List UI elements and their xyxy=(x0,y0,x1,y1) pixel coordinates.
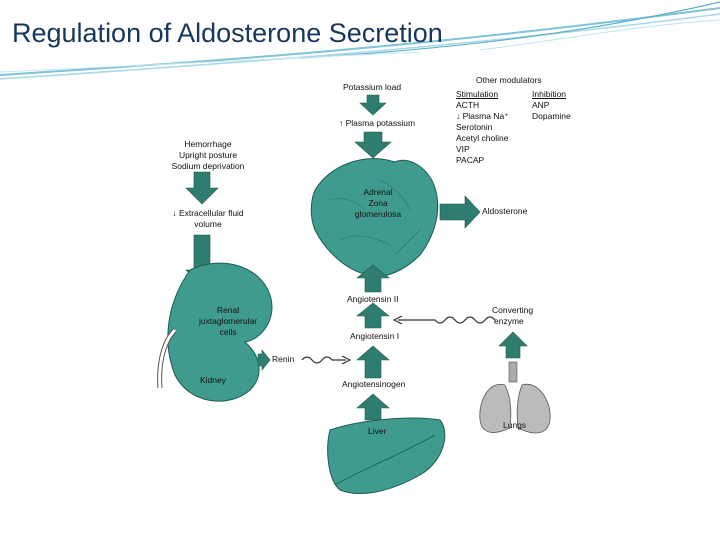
label-inhib-dopamine: Dopamine xyxy=(532,111,571,121)
label-stim-plasma-na: ↓ Plasma Na⁺ xyxy=(456,111,509,121)
label-ecf-volume-2: volume xyxy=(194,219,222,229)
label-enzyme: enzyme xyxy=(494,316,524,326)
label-aldosterone: Aldosterone xyxy=(482,206,528,216)
label-stim-acth: ACTH xyxy=(456,100,480,110)
lungs-shape xyxy=(479,361,551,434)
aldosterone-regulation-diagram: Potassium load ↑ Plasma potassium Other … xyxy=(150,70,571,500)
label-angiotensinogen: Angiotensinogen xyxy=(342,379,406,389)
label-renal: Renal xyxy=(216,305,240,315)
label-adrenal: Adrenal xyxy=(363,187,393,197)
liver-shape xyxy=(327,417,446,495)
label-cells: cells xyxy=(219,327,237,337)
arrow-angiotensin-i-to-ii xyxy=(356,302,390,329)
label-plasma-potassium: ↑ Plasma potassium xyxy=(339,118,416,128)
label-ecf-volume: ↓ Extracellular fluid xyxy=(172,208,244,218)
label-renin: Renin xyxy=(272,354,295,364)
arrow-lungs-to-enzyme xyxy=(498,331,528,359)
label-hemorrhage: Hemorrhage xyxy=(184,139,232,149)
converting-enzyme-wave xyxy=(398,316,496,324)
arrow-angiotensin-ii-to-adrenal xyxy=(356,264,390,293)
label-sodium-deprivation: Sodium deprivation xyxy=(171,161,245,171)
label-angiotensin-ii: Angiotensin II xyxy=(347,294,399,304)
label-converting: Converting xyxy=(492,305,534,315)
label-angiotensin-i: Angiotensin I xyxy=(350,331,400,341)
diagram-graphics xyxy=(157,94,551,495)
label-liver: Liver xyxy=(368,426,387,436)
arrow-angiotensinogen-to-i xyxy=(356,345,390,379)
label-inhibition-header: Inhibition xyxy=(532,89,567,99)
label-stim-acetyl-choline: Acetyl choline xyxy=(456,133,509,143)
label-glomerulosa: glomerulosa xyxy=(354,209,402,219)
label-potassium-load: Potassium load xyxy=(343,82,402,92)
arrow-plasma-potassium xyxy=(354,131,392,159)
kidney-shape xyxy=(167,262,273,402)
arrow-potassium-load xyxy=(359,94,387,116)
label-upright-posture: Upright posture xyxy=(178,150,238,160)
label-stim-serotonin: Serotonin xyxy=(456,122,493,132)
label-juxtaglomerular: juxtaglomerular xyxy=(198,316,258,326)
arrow-liver-to-angiotensinogen xyxy=(356,393,390,421)
renin-wave xyxy=(301,356,346,364)
label-stim-vip: VIP xyxy=(456,144,470,154)
adrenal-gland-shape xyxy=(310,158,439,277)
label-zona: Zona xyxy=(368,198,388,208)
label-inhib-anp: ANP xyxy=(532,100,550,110)
label-stim-pacap: PACAP xyxy=(456,155,485,165)
arrow-hemorrhage xyxy=(185,171,219,205)
arrow-renin xyxy=(257,349,271,371)
slide-title: Regulation of Aldosterone Secretion xyxy=(12,18,443,48)
label-other-modulators: Other modulators xyxy=(476,75,542,85)
label-lungs: Lungs xyxy=(503,420,527,430)
header-swoosh-decoration xyxy=(0,1,720,80)
label-kidney: Kidney xyxy=(200,375,226,385)
arrow-aldosterone xyxy=(439,195,481,229)
label-stimulation-header: Stimulation xyxy=(456,89,499,99)
